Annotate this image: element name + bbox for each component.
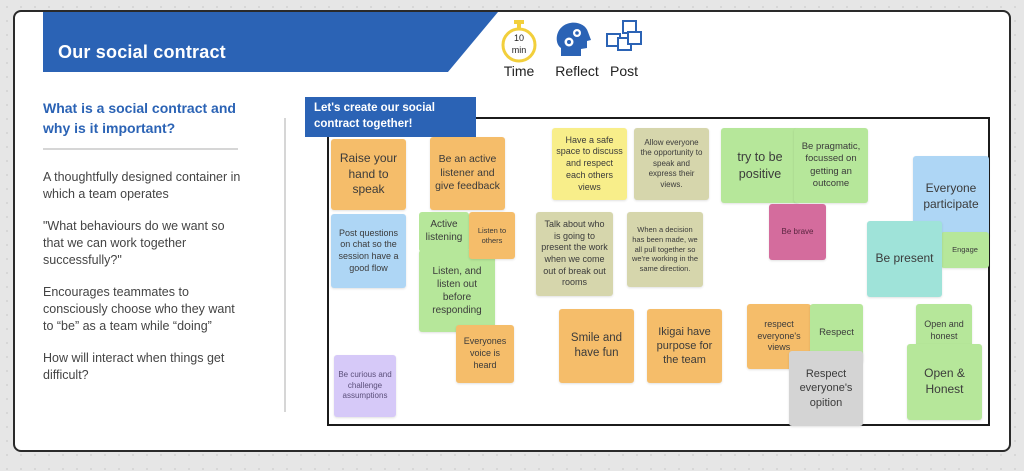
sticky-note[interactable]: Have a safe space to discuss and respect… — [552, 128, 627, 200]
section-question: What is a social contract and why is it … — [43, 100, 236, 136]
head-gears-icon — [556, 22, 591, 56]
sticky-note[interactable]: Ikigai have purpose for the team — [647, 309, 722, 383]
board-label: Let's create our social contract togethe… — [305, 97, 476, 137]
time-value: 10 — [513, 33, 524, 43]
paragraph: "What behaviours do we want so that we c… — [43, 219, 225, 267]
sticky-note[interactable]: Be brave — [769, 204, 826, 260]
sticky-note[interactable]: try to be positive — [721, 128, 799, 203]
reflect-indicator: Reflect — [551, 18, 603, 88]
stopwatch-icon — [501, 20, 537, 63]
sticky-note[interactable]: When a decision has been made, we all pu… — [627, 212, 703, 287]
sticky-note[interactable]: Post questions on chat so the session ha… — [331, 214, 406, 288]
sticky-note[interactable]: Be present — [867, 221, 942, 297]
time-indicator: 10 min Time — [497, 18, 541, 88]
title-banner — [43, 12, 498, 72]
post-label: Post — [609, 63, 638, 79]
time-unit: min — [511, 45, 527, 55]
sticky-note[interactable]: Smile and have fun — [559, 309, 634, 383]
sticky-note[interactable]: Open & Honest — [907, 344, 982, 420]
sticky-note[interactable]: Be pragmatic, focussed on getting an out… — [794, 128, 868, 203]
divider — [43, 148, 238, 150]
paragraph: A thoughtfully designed container in whi… — [43, 170, 241, 201]
sticky-note[interactable]: Listen, and listen out before responding — [419, 250, 495, 332]
time-label: Time — [503, 63, 535, 79]
paragraph: Encourages teammates to consciously choo… — [43, 285, 235, 333]
sticky-note[interactable]: Be curious and challenge assumptions — [334, 355, 396, 417]
sticky-note[interactable]: Talk about who is going to present the w… — [536, 212, 613, 296]
left-panel: What is a social contract and why is it … — [43, 98, 248, 384]
sticky-note[interactable]: Respect everyone's opition — [789, 351, 863, 426]
reflect-label: Reflect — [555, 63, 599, 79]
sticky-note[interactable]: Raise your hand to speak — [331, 139, 406, 210]
sticky-note[interactable]: Be an active listener and give feedback — [430, 137, 505, 210]
sticky-notes-icon — [606, 20, 642, 51]
page-title: Our social contract — [58, 42, 226, 62]
vertical-divider — [284, 118, 286, 412]
sticky-note[interactable]: Active listening — [419, 212, 469, 252]
sticky-note[interactable]: Allow everyone the opportunity to speak … — [634, 128, 709, 200]
post-indicator: Post — [604, 18, 644, 88]
paragraph: How will interact when things get diffic… — [43, 351, 225, 382]
sticky-note[interactable]: Everyones voice is heard — [456, 325, 514, 383]
sticky-note[interactable]: Listen to others — [469, 212, 515, 259]
sticky-note[interactable]: Engage — [941, 232, 989, 268]
